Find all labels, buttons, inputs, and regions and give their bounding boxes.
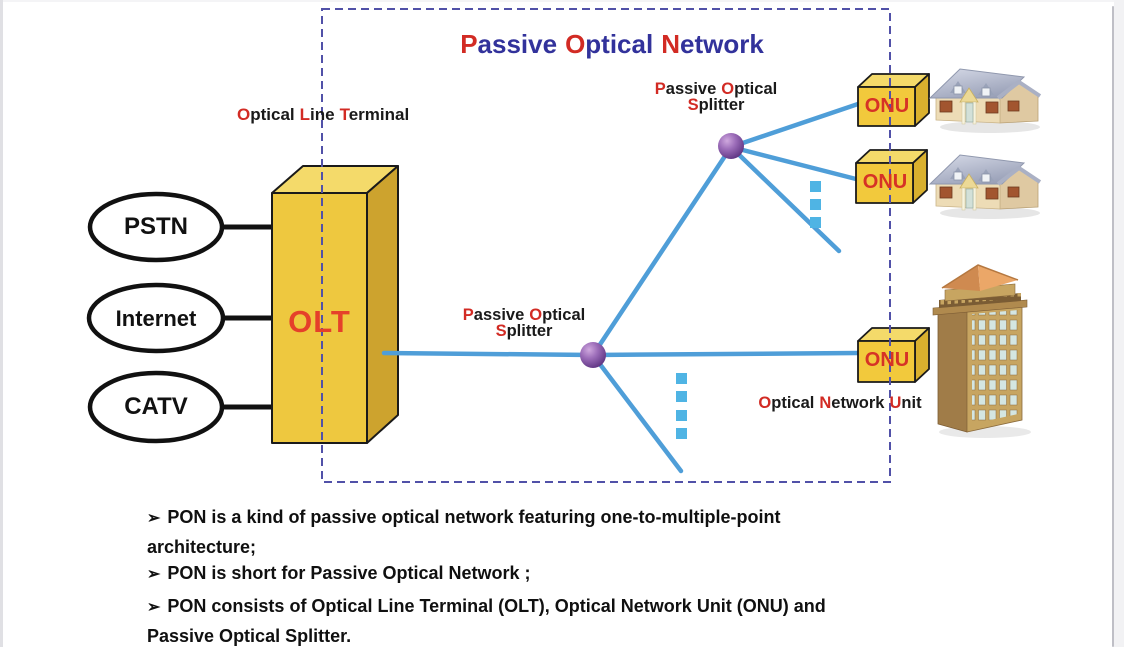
olt-box-label: OLT bbox=[288, 304, 351, 339]
catv-label: CATV bbox=[124, 393, 188, 420]
onu-box-1 bbox=[857, 73, 930, 127]
arrow-bullet-icon: ➢ bbox=[147, 599, 161, 616]
onu-box-2 bbox=[855, 149, 928, 204]
fiber-lines bbox=[381, 101, 861, 474]
source-nodes bbox=[86, 191, 226, 444]
splitter-sphere-upper bbox=[718, 133, 744, 159]
olt-box bbox=[271, 165, 399, 444]
house-icon-2 bbox=[928, 153, 1042, 221]
arrow-bullet-icon: ➢ bbox=[147, 510, 161, 527]
internet-ellipse bbox=[86, 282, 226, 354]
onu-box-label-3: ONU bbox=[864, 349, 910, 371]
building-icon bbox=[932, 264, 1031, 438]
more-onus-dots-upper bbox=[810, 181, 821, 228]
house-icon-1 bbox=[928, 67, 1042, 135]
internet-label: Internet bbox=[115, 306, 197, 331]
pstn-label: PSTN bbox=[123, 213, 188, 240]
onu-box-label-2: ONU bbox=[862, 171, 908, 193]
arrow-bullet-icon: ➢ bbox=[147, 566, 161, 583]
source-connectors bbox=[218, 224, 274, 410]
bullet-point-3: ➢PON consists of Optical Line Terminal (… bbox=[147, 596, 826, 646]
bullet-point-2: ➢PON is short for Passive Optical Networ… bbox=[147, 563, 531, 583]
more-onus-dots-lower bbox=[676, 373, 687, 439]
page-right-gutter bbox=[1114, 0, 1124, 647]
page-right-edge bbox=[1112, 6, 1114, 647]
catv-ellipse bbox=[87, 370, 225, 444]
page-top-edge bbox=[3, 0, 1114, 2]
onu-box-label-1: ONU bbox=[864, 95, 910, 117]
bullet-point-1: ➢PON is a kind of passive optical networ… bbox=[147, 507, 781, 557]
page-left-edge bbox=[0, 0, 3, 647]
pstn-ellipse bbox=[87, 191, 225, 263]
onu-box-3 bbox=[857, 327, 930, 383]
splitter-sphere-lower bbox=[580, 342, 606, 368]
